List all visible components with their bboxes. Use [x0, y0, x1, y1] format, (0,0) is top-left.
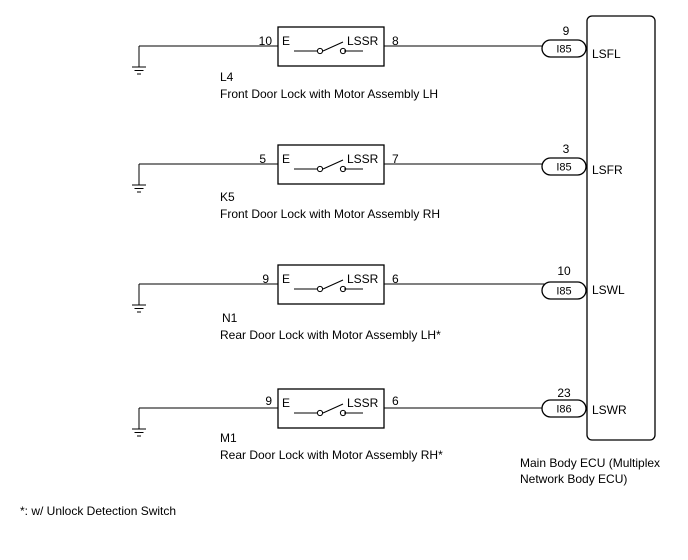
circuit-l4: E LSSR 10 8 I85 9 LSFL L4 Front Door Loc…: [132, 24, 621, 101]
switch-terminal: [339, 47, 347, 55]
ecu-pin-number: 23: [557, 386, 571, 400]
right-pin-number: 8: [392, 34, 399, 48]
left-pin-number: 10: [259, 34, 273, 48]
component-id: M1: [220, 431, 237, 445]
terminal-lssr-label: LSSR: [347, 272, 379, 286]
switch-pivot: [316, 285, 324, 293]
connector-label: I85: [556, 162, 571, 174]
door-lock-switch-box: [277, 388, 385, 429]
ecu-pin-number: 10: [557, 264, 571, 278]
ecu-name-line1: Main Body ECU (Multiplex: [520, 456, 660, 470]
circuit-m1: E LSSR 9 6 I86 23 LSWR M1 Rear Door Lock…: [132, 386, 627, 462]
component-id: L4: [220, 70, 234, 84]
switch-pivot: [316, 47, 324, 55]
left-pin-number: 9: [265, 394, 272, 408]
terminal-e-label: E: [282, 34, 290, 48]
switch-terminal: [339, 285, 347, 293]
terminal-lssr-label: LSSR: [347, 152, 379, 166]
connector-label: I85: [556, 44, 571, 56]
switch-pivot: [316, 165, 324, 173]
ground-symbol: [132, 428, 146, 437]
ecu-signal-label: LSWR: [592, 403, 627, 417]
switch-contact: [294, 159, 363, 170]
right-pin-number: 6: [392, 272, 399, 286]
switch-pivot: [316, 409, 324, 417]
ecu-name-line2: Network Body ECU): [520, 472, 627, 486]
terminal-e-label: E: [282, 272, 290, 286]
left-pin-number: 5: [259, 152, 266, 166]
ecu-signal-label: LSWL: [592, 283, 625, 297]
terminal-e-label: E: [282, 396, 290, 410]
circuit-n1: E LSSR 9 6 I85 10 LSWL N1 Rear Door Lock…: [132, 264, 625, 342]
terminal-lssr-label: LSSR: [347, 34, 379, 48]
terminal-lssr-label: LSSR: [347, 396, 379, 410]
connector-label: I85: [556, 286, 571, 298]
right-pin-number: 7: [392, 152, 399, 166]
switch-terminal: [339, 165, 347, 173]
component-id: K5: [220, 190, 235, 204]
door-lock-switch-box: [277, 264, 385, 305]
switch-contact: [294, 279, 363, 290]
ground-symbol: [132, 66, 146, 75]
ecu-pin-number: 9: [563, 24, 570, 38]
connector-label: I86: [556, 404, 571, 416]
terminal-e-label: E: [282, 152, 290, 166]
switch-terminal: [339, 409, 347, 417]
component-name: Front Door Lock with Motor Assembly RH: [220, 207, 440, 221]
component-id: N1: [222, 311, 238, 325]
main-body-ecu-box: [586, 15, 656, 441]
ecu-pin-number: 3: [563, 142, 570, 156]
component-name: Rear Door Lock with Motor Assembly LH*: [220, 328, 441, 342]
connector-shape: [541, 399, 587, 418]
circuit-k5: E LSSR 5 7 I85 3 LSFR K5 Front Door Lock…: [132, 142, 623, 221]
connector-shape: [541, 39, 587, 58]
ecu-signal-label: LSFL: [592, 47, 621, 61]
component-name: Front Door Lock with Motor Assembly LH: [220, 87, 438, 101]
ecu-signal-label: LSFR: [592, 163, 623, 177]
ground-symbol: [132, 184, 146, 193]
footnote: *: w/ Unlock Detection Switch: [20, 504, 176, 518]
component-name: Rear Door Lock with Motor Assembly RH*: [220, 448, 443, 462]
right-pin-number: 6: [392, 394, 399, 408]
ground-symbol: [132, 304, 146, 313]
connector-shape: [541, 281, 587, 300]
connector-shape: [541, 157, 587, 176]
switch-contact: [294, 403, 363, 414]
left-pin-number: 9: [262, 272, 269, 286]
switch-contact: [294, 41, 363, 52]
